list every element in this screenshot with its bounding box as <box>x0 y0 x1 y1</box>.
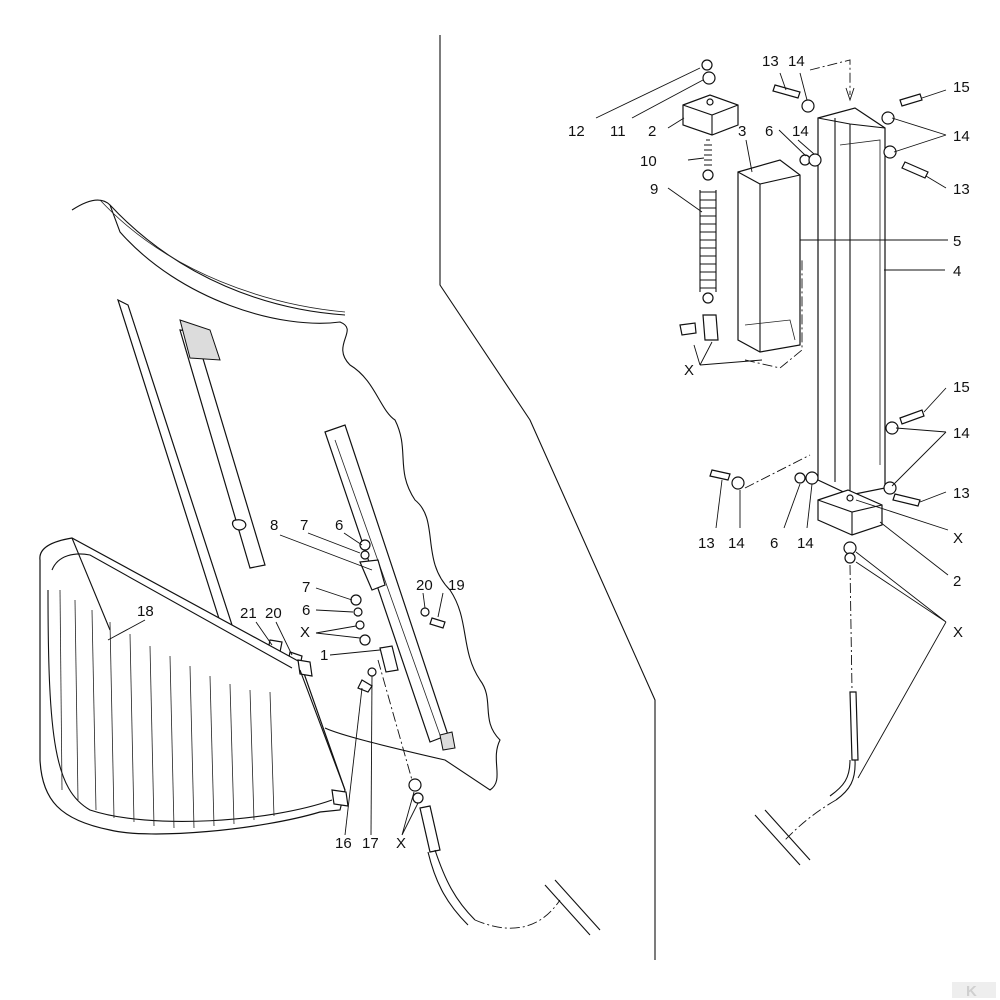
callout-x: X <box>300 624 310 641</box>
callout-1: 1 <box>320 647 328 664</box>
callout-4: 4 <box>953 263 961 280</box>
panel-divider <box>439 35 656 960</box>
callout-3: 3 <box>738 123 746 140</box>
callout-14: 14 <box>953 425 970 442</box>
tension-spring <box>679 139 719 341</box>
callout-14: 14 <box>792 123 809 140</box>
callout-7: 7 <box>300 517 308 534</box>
inner-channel <box>737 159 801 353</box>
callout-14: 14 <box>728 535 745 552</box>
callout-18: 18 <box>137 603 154 620</box>
bottom-block <box>817 489 883 536</box>
leaders-right <box>595 67 949 779</box>
cable-right <box>754 691 859 866</box>
callout-15: 15 <box>953 79 970 96</box>
left-assembly <box>39 199 601 936</box>
callout-5: 5 <box>953 233 961 250</box>
callout-20: 20 <box>416 577 433 594</box>
callout-6: 6 <box>765 123 773 140</box>
brand-logo: K <box>952 982 996 1000</box>
callout-13: 13 <box>953 485 970 502</box>
housing-column <box>817 107 886 496</box>
callout-2: 2 <box>953 573 961 590</box>
callout-13: 13 <box>762 53 779 70</box>
leaders-left <box>107 532 444 836</box>
callout-6: 6 <box>770 535 778 552</box>
callout-21: 21 <box>240 605 257 622</box>
callout-12: 12 <box>568 123 585 140</box>
callout-19: 19 <box>448 577 465 594</box>
brand-logo-text: K <box>966 983 977 1000</box>
hood-panel <box>71 199 501 791</box>
callout-9: 9 <box>650 181 658 198</box>
callouts-right: 13 14 15 12 11 2 3 6 14 14 10 13 9 5 4 X… <box>568 53 970 641</box>
callout-x: X <box>953 624 963 641</box>
callout-15: 15 <box>953 379 970 396</box>
cable-left <box>377 659 601 936</box>
callouts-left: 6 7 8 7 6 X 1 20 19 21 20 18 16 17 X <box>137 517 465 852</box>
right-assembly <box>679 59 929 866</box>
callout-13: 13 <box>953 181 970 198</box>
callout-10: 10 <box>640 153 657 170</box>
callout-x: X <box>684 362 694 379</box>
callout-14: 14 <box>797 535 814 552</box>
callout-6: 6 <box>335 517 343 534</box>
callout-11: 11 <box>610 123 626 140</box>
callout-7: 7 <box>302 579 310 596</box>
callout-14: 14 <box>788 53 805 70</box>
callout-8: 8 <box>270 517 278 534</box>
callout-13: 13 <box>698 535 715 552</box>
basket-guard <box>39 537 349 835</box>
callout-6: 6 <box>302 602 310 619</box>
callout-2: 2 <box>648 123 656 140</box>
callout-20: 20 <box>265 605 282 622</box>
callout-x: X <box>953 530 963 547</box>
callout-x: X <box>396 835 406 852</box>
callout-14: 14 <box>953 128 970 145</box>
callout-16: 16 <box>335 835 352 852</box>
callout-17: 17 <box>362 835 379 852</box>
